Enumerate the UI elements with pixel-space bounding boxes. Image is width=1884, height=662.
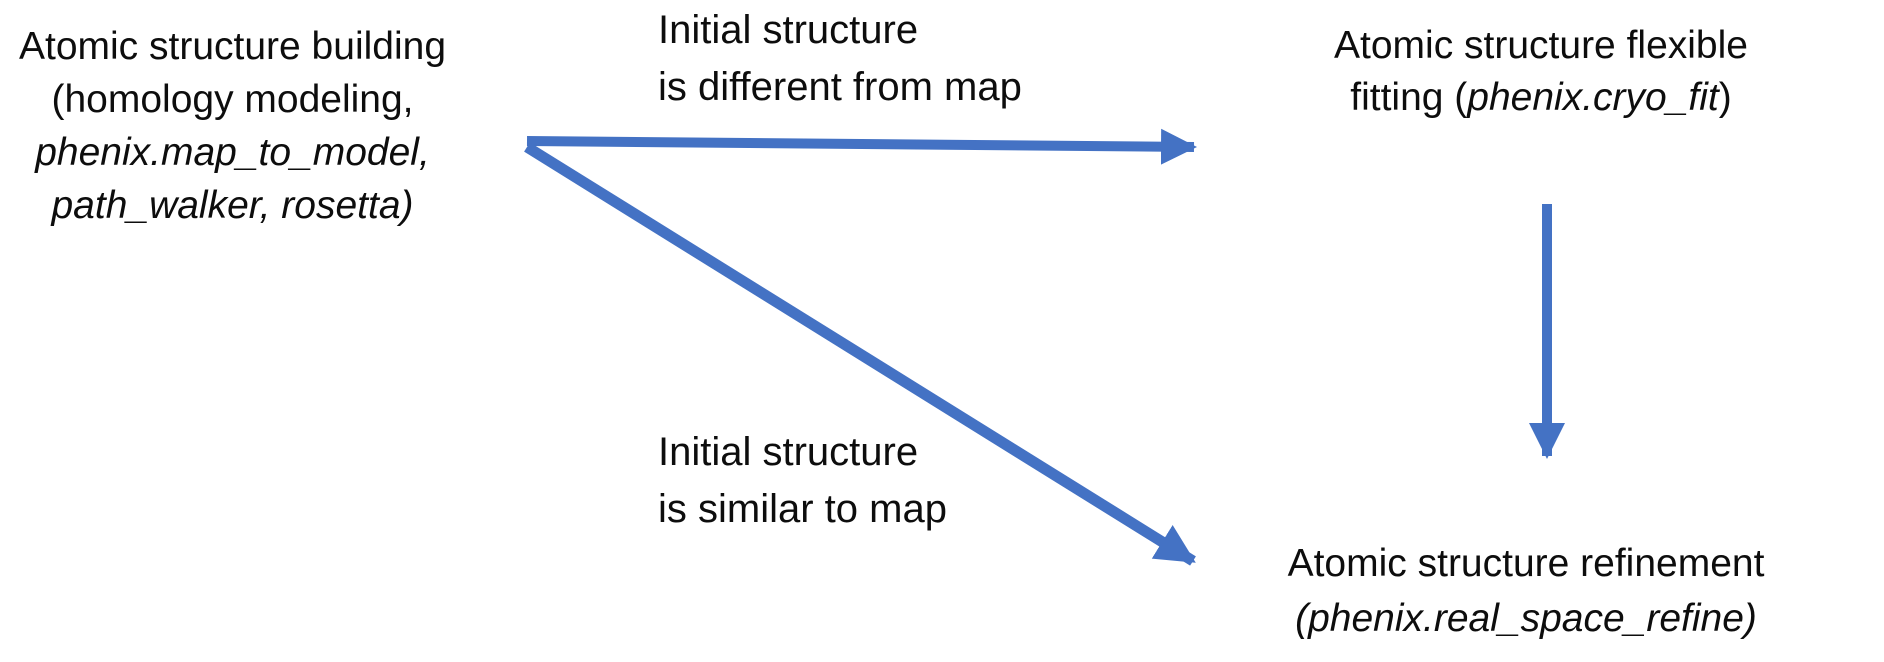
different-line-2: is different from map	[658, 65, 1022, 109]
fitting-line-1: Atomic structure flexible	[1334, 24, 1748, 67]
fitting-line-2-command: phenix.cryo_fit	[1467, 76, 1719, 119]
label-initial-structure-similar: Initial structure is similar to map	[658, 424, 947, 538]
arrow-building-to-fitting-icon	[526, 128, 1197, 165]
node-atomic-structure-flexible-fitting: Atomic structure flexible fitting (pheni…	[1302, 20, 1780, 124]
building-line-4: path_walker, rosetta)	[51, 184, 414, 227]
refinement-line-2-suffix: )	[1743, 597, 1757, 640]
refinement-line-1: Atomic structure refinement	[1287, 542, 1765, 585]
refinement-line-2-command: phenix.real_space_refine	[1308, 597, 1744, 640]
fitting-line-2-prefix: fitting (	[1350, 76, 1468, 119]
refinement-line-2: (phenix.real_space_refine)	[1256, 591, 1796, 646]
different-line-1: Initial structure	[658, 8, 919, 52]
label-initial-structure-different: Initial structure is different from map	[658, 2, 1022, 116]
node-atomic-structure-building: Atomic structure building (homology mode…	[0, 20, 465, 232]
building-line-2: (homology modeling,	[51, 78, 414, 121]
refinement-line-2-prefix: (	[1295, 597, 1309, 640]
fitting-line-2-suffix: )	[1718, 76, 1732, 119]
building-line-1: Atomic structure building	[18, 25, 447, 68]
similar-line-1: Initial structure	[658, 430, 919, 474]
similar-line-2: is similar to map	[658, 487, 947, 531]
fitting-line-2: fitting (phenix.cryo_fit)	[1302, 72, 1780, 124]
node-atomic-structure-refinement: Atomic structure refinement (phenix.real…	[1256, 536, 1796, 646]
building-line-3: phenix.map_to_model,	[35, 131, 430, 174]
